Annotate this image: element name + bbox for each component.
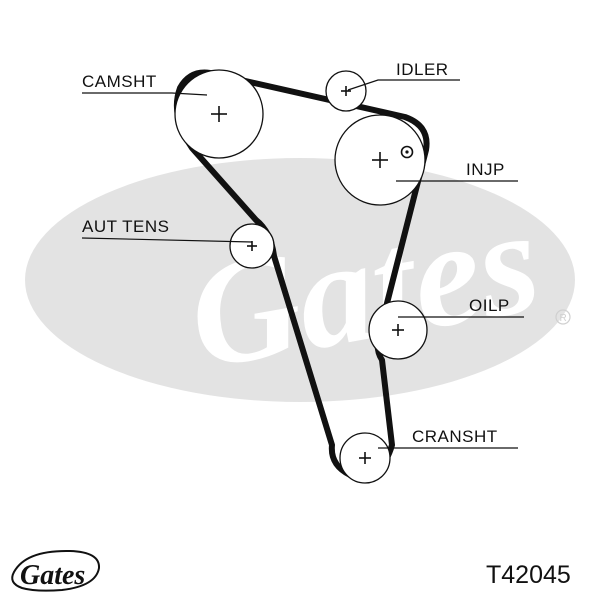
camshaft-pulley	[174, 69, 264, 159]
idler-leader-line	[347, 79, 460, 91]
auto-tensioner-pulley	[229, 223, 275, 269]
crankshaft-pulley	[339, 432, 391, 484]
label-camsht: CAMSHT	[82, 72, 157, 91]
label-injp: INJP	[466, 160, 505, 179]
part-number: T42045	[486, 561, 571, 589]
label-oilp: OILP	[469, 296, 510, 315]
oil-pump-pulley	[368, 300, 428, 360]
label-idler: IDLER	[396, 60, 449, 79]
registered-mark-icon	[555, 309, 571, 325]
aut-tens-leader-line	[81, 237, 253, 243]
svg-text:R: R	[560, 313, 567, 324]
gates-logo-icon: Gates	[11, 549, 101, 592]
label-cransht: CRANSHT	[412, 427, 498, 446]
injection-pump-pulley	[334, 114, 426, 206]
idler-pulley	[325, 70, 367, 112]
timing-mark-icon	[400, 145, 414, 159]
gates-watermark-icon: Gates R	[25, 158, 575, 402]
label-aut-tens: AUT TENS	[82, 217, 169, 236]
camsht-leader-line	[82, 92, 208, 96]
gates-logo-text: Gates	[20, 560, 85, 591]
